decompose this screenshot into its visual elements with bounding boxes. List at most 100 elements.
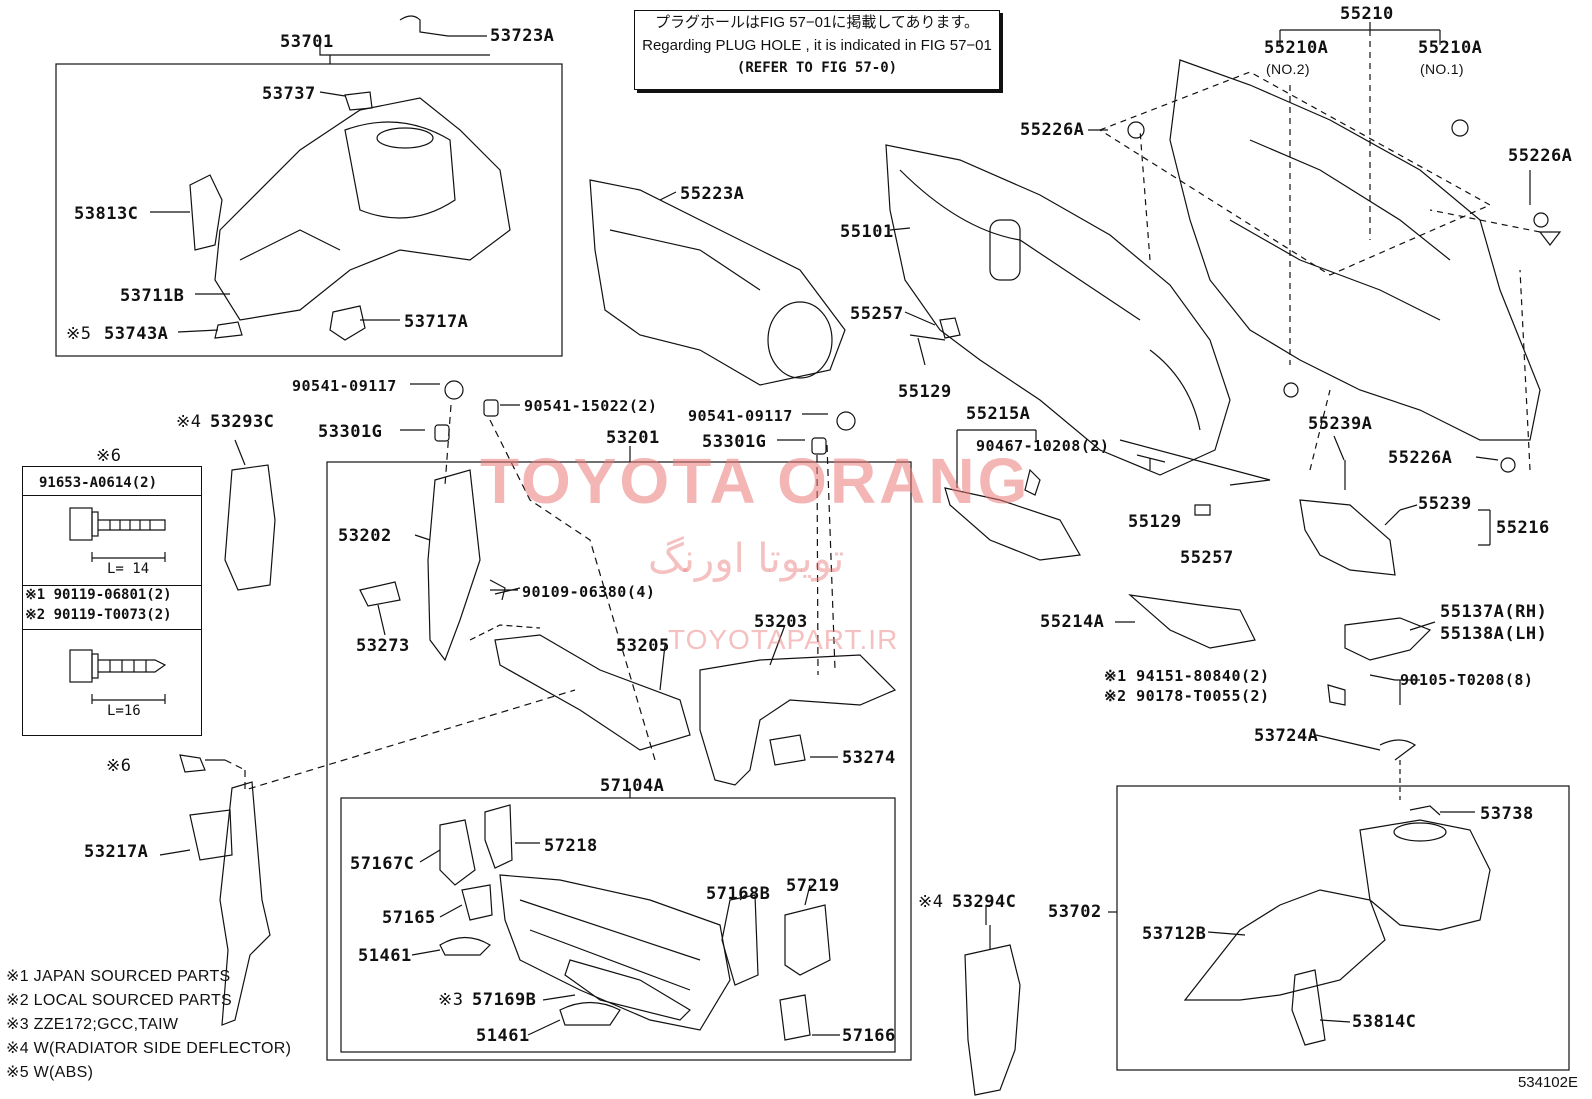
legend-line: ※4 W(RADIATOR SIDE DEFLECTOR) [6, 1040, 292, 1057]
label-57168B[interactable]: 57168B [706, 884, 771, 904]
part-55216 [1299, 499, 1396, 576]
part-55215A [944, 487, 1081, 561]
label-53702[interactable]: 53702 [1048, 902, 1102, 922]
label-53723A[interactable]: 53723A [490, 26, 555, 46]
fastener-header[interactable]: 91653-A0614(2) [39, 475, 158, 491]
label-53717A[interactable]: 53717A [404, 312, 469, 332]
label-55210A-no1[interactable]: 55210A [1418, 38, 1483, 58]
part-53814C [1291, 969, 1326, 1046]
label-94151-80840[interactable]: ※1 94151-80840(2) [1104, 667, 1270, 685]
part-51461-2 [559, 1001, 621, 1026]
label-90541-09117-2[interactable]: 90541-09117 [688, 407, 793, 425]
label-55210[interactable]: 55210 [1340, 4, 1394, 24]
fastener-length-1: L= 14 [107, 561, 150, 577]
label-51461-1[interactable]: 51461 [358, 946, 412, 966]
label-55129-1[interactable]: 55129 [898, 382, 952, 402]
label-55215A[interactable]: 55215A [966, 404, 1031, 424]
part-57168B [721, 894, 759, 986]
note-line-japanese: プラグホールはFIG 57−01に掲載してあります。 [655, 14, 979, 31]
part-55137A [1344, 617, 1432, 661]
part-55214A [1128, 594, 1256, 649]
part-53274 [769, 734, 806, 766]
label-53301G-1[interactable]: 53301G [318, 422, 383, 442]
label-53737[interactable]: 53737 [262, 84, 316, 104]
label-90541-15022[interactable]: 90541-15022(2) [524, 397, 658, 415]
box-53201 [326, 461, 912, 1061]
label-57219[interactable]: 57219 [786, 876, 840, 896]
label-55226A-2[interactable]: 55226A [1508, 146, 1573, 166]
label-55226A-1[interactable]: 55226A [1020, 120, 1085, 140]
label-53738[interactable]: 53738 [1480, 804, 1534, 824]
legend-line: ※2 LOCAL SOURCED PARTS [6, 992, 232, 1009]
label-51461-2[interactable]: 51461 [476, 1026, 530, 1046]
label-53814C[interactable]: 53814C [1352, 1012, 1417, 1032]
label-53205[interactable]: 53205 [616, 636, 670, 656]
label-55129-2[interactable]: 55129 [1128, 512, 1182, 532]
label-53203[interactable]: 53203 [754, 612, 808, 632]
legend-line: ※3 ZZE172;GCC,TAIW [6, 1016, 179, 1033]
label-57169B[interactable]: 57169B [472, 990, 537, 1010]
part-53205 [494, 634, 691, 751]
box-53702 [1116, 785, 1570, 1071]
part-57169B [564, 959, 691, 1021]
legend-line: ※5 W(ABS) [6, 1064, 94, 1081]
label-53201[interactable]: 53201 [606, 428, 660, 448]
label-55216[interactable]: 55216 [1496, 518, 1550, 538]
label-55257-1[interactable]: 55257 [850, 304, 904, 324]
watermark-main: TOYOTA ORANG [480, 445, 1031, 517]
label-no1: (NO.1) [1420, 61, 1464, 77]
label-55138A[interactable]: 55138A(LH) [1440, 624, 1548, 644]
label-53301G-2[interactable]: 53301G [702, 432, 767, 452]
label-55223A[interactable]: 55223A [680, 184, 745, 204]
mark-4a: ※4 [176, 412, 202, 432]
label-55101[interactable]: 55101 [840, 222, 894, 242]
label-90541-09117-1[interactable]: 90541-09117 [292, 377, 397, 395]
label-53711B[interactable]: 53711B [120, 286, 185, 306]
legend-line: ※1 JAPAN SOURCED PARTS [6, 968, 231, 985]
fastener-row-local[interactable]: ※2 90119-T0073(2) [25, 607, 172, 623]
label-55226A-3[interactable]: 55226A [1388, 448, 1453, 468]
label-90178-T0055[interactable]: ※2 90178-T0055(2) [1104, 687, 1270, 705]
label-53273[interactable]: 53273 [356, 636, 410, 656]
label-53202[interactable]: 53202 [338, 526, 392, 546]
part-57218 [484, 804, 513, 869]
part-55223A [589, 179, 846, 386]
label-53712B[interactable]: 53712B [1142, 924, 1207, 944]
label-90109-06380[interactable]: 90109-06380(4) [522, 583, 656, 601]
label-53294C[interactable]: 53294C [952, 892, 1017, 912]
watermark-site: TOYOTAPART.IR [668, 624, 899, 655]
label-55214A[interactable]: 55214A [1040, 612, 1105, 632]
part-53294C [964, 944, 1021, 1096]
table-divider [23, 495, 201, 496]
label-55137A[interactable]: 55137A(RH) [1440, 602, 1548, 622]
fastener-row-japan[interactable]: ※1 90119-06801(2) [25, 587, 172, 603]
label-55210A-no2[interactable]: 55210A [1264, 38, 1329, 58]
label-53743A[interactable]: 53743A [104, 324, 169, 344]
label-53724A[interactable]: 53724A [1254, 726, 1319, 746]
label-57166[interactable]: 57166 [842, 1026, 896, 1046]
box-53701 [55, 63, 563, 357]
fastener-table: 91653-A0614(2) L= 14 ※1 90119-06801(2) ※… [22, 466, 202, 736]
label-53701[interactable]: 53701 [280, 32, 334, 52]
mark-4b: ※4 [918, 892, 944, 912]
table-divider [23, 629, 201, 630]
label-55239A[interactable]: 55239A [1308, 414, 1373, 434]
label-53217A[interactable]: 53217A [84, 842, 149, 862]
part-53723A [399, 15, 449, 37]
label-57218[interactable]: 57218 [544, 836, 598, 856]
label-55257-2[interactable]: 55257 [1180, 548, 1234, 568]
label-53813C[interactable]: 53813C [74, 204, 139, 224]
label-57104A[interactable]: 57104A [600, 776, 665, 796]
label-55239[interactable]: 55239 [1418, 494, 1472, 514]
part-53702-upper [1359, 819, 1491, 931]
note-line-english: Regarding PLUG HOLE , it is indicated in… [642, 37, 992, 54]
label-57167C[interactable]: 57167C [350, 854, 415, 874]
label-57165[interactable]: 57165 [382, 908, 436, 928]
label-53293C[interactable]: 53293C [210, 412, 275, 432]
label-90467-10208[interactable]: 90467-10208(2) [976, 437, 1110, 455]
label-53274[interactable]: 53274 [842, 748, 896, 768]
label-90105-T0208[interactable]: 90105-T0208(8) [1400, 671, 1534, 689]
part-53273 [359, 581, 401, 607]
watermark-persian: تویوتا اورنگ [648, 536, 845, 582]
